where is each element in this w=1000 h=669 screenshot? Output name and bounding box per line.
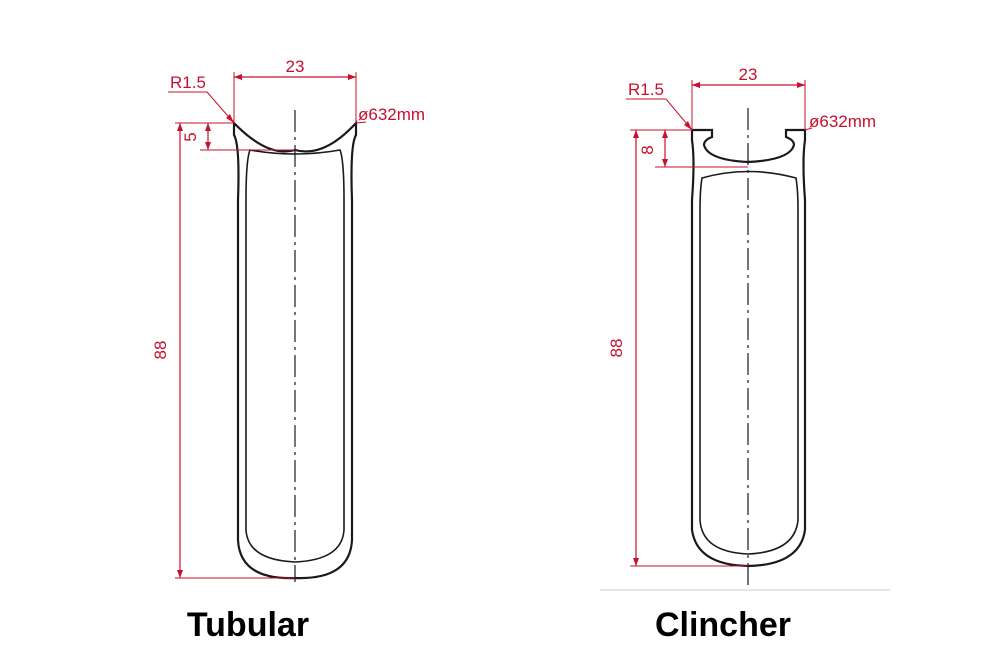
tubular-width-dimension: 23 [233,57,357,123]
tubular-radius-label: R1.5 [170,73,206,92]
clincher-bed-depth-label: 8 [638,145,657,154]
clincher-radius-label: R1.5 [628,80,664,99]
tubular-width-label: 23 [286,57,305,76]
tubular-bed-depth-label: 5 [181,132,200,141]
tubular-bed-depth-dimension: 5 [175,122,295,151]
tubular-inner-outline [245,149,345,563]
clincher-width-dimension: 23 [691,65,806,130]
clincher-radius-callout: R1.5 [626,80,693,131]
tubular-profile: 23 R1.5 ø632mm 5 88 [151,57,425,644]
clincher-bed-depth-dimension: 8 [630,129,748,168]
tubular-diameter-callout: ø632mm [355,105,425,124]
clincher-height-label: 88 [607,339,626,358]
tubular-radius-callout: R1.5 [168,73,235,124]
tubular-height-label: 88 [151,341,170,360]
clincher-outer-outline [690,128,807,568]
clincher-height-dimension: 88 [607,130,748,567]
clincher-profile: 23 R1.5 ø632mm 8 88 [600,65,890,644]
clincher-diameter-callout: ø632mm [804,112,876,131]
clincher-width-label: 23 [739,65,758,84]
tubular-diameter-label: ø632mm [358,105,425,124]
tubular-caption: Tubular [187,606,309,644]
clincher-caption: Clincher [655,606,791,644]
clincher-diameter-label: ø632mm [809,112,876,131]
clincher-inner-outline [699,170,799,555]
tubular-height-dimension: 88 [151,123,295,579]
